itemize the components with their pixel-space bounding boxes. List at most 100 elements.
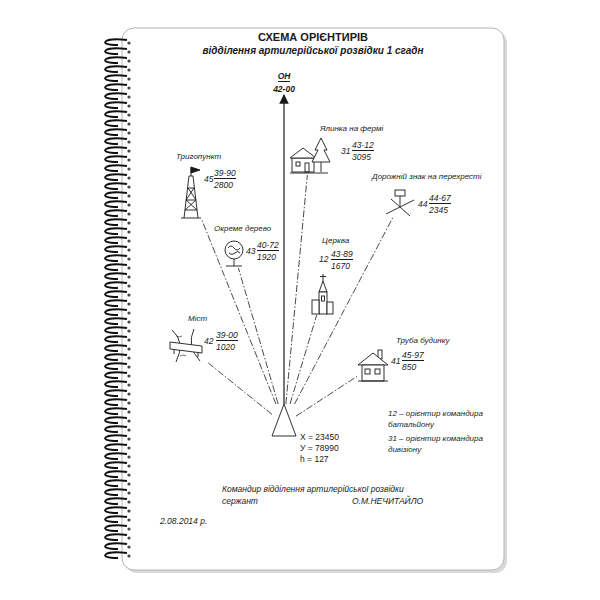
spiral-coil bbox=[105, 543, 127, 549]
binding-hole bbox=[127, 230, 130, 233]
spiral-coil bbox=[105, 507, 127, 513]
binding-hole bbox=[127, 266, 130, 269]
binding-hole bbox=[127, 428, 130, 431]
binding-hole bbox=[127, 311, 130, 314]
binding-hole bbox=[127, 122, 130, 125]
landmark-range: 850 bbox=[402, 362, 416, 372]
spiral-coil bbox=[105, 489, 127, 495]
spiral-coil bbox=[105, 246, 127, 252]
binding-hole bbox=[127, 176, 130, 179]
binding-hole bbox=[127, 437, 130, 440]
binding-hole bbox=[127, 419, 130, 422]
spiral-coil bbox=[105, 372, 127, 378]
direction-arrow bbox=[283, 95, 284, 404]
binding-hole bbox=[127, 347, 130, 350]
binding-hole bbox=[127, 329, 130, 332]
spiral-coil bbox=[105, 327, 127, 333]
binding-hole bbox=[127, 194, 130, 197]
spiral-coil bbox=[105, 426, 127, 432]
landmark-name: Міст bbox=[188, 314, 207, 324]
binding-hole bbox=[127, 239, 130, 242]
spiral-coil bbox=[105, 273, 127, 279]
landmark-number: 45 bbox=[204, 174, 213, 184]
spiral-coil bbox=[105, 156, 127, 162]
landmark-road-sign: Дорожній знак на перехресті4444-672345 bbox=[371, 171, 483, 217]
landmark-range: 1920 bbox=[257, 252, 276, 262]
landmark-number: 41 bbox=[391, 356, 400, 366]
spiral-coil bbox=[105, 282, 127, 288]
landmark-bearing: 45-97 bbox=[402, 350, 424, 361]
binding-hole bbox=[127, 104, 130, 107]
binding-hole bbox=[127, 527, 130, 530]
sight-line bbox=[290, 315, 317, 404]
binding-hole bbox=[127, 446, 130, 449]
spiral-coil bbox=[105, 480, 127, 486]
spiral-coil bbox=[105, 336, 127, 342]
binding-hole bbox=[127, 509, 130, 512]
spiral-coil bbox=[105, 534, 127, 540]
binding-hole bbox=[127, 536, 130, 539]
spiral-coil bbox=[105, 264, 127, 270]
signature-name: О.М.НЕЧИТАЙЛО bbox=[352, 496, 423, 506]
spiral-coil bbox=[105, 57, 127, 63]
spiral-coil bbox=[105, 435, 127, 441]
binding-hole bbox=[127, 41, 130, 44]
landmark-number: 42 bbox=[204, 336, 213, 346]
landmark-name: Окреме дерево bbox=[214, 224, 271, 234]
spiral-coil bbox=[105, 390, 127, 396]
landmark-name: Ялинка на фермі bbox=[320, 124, 383, 134]
spiral-coil bbox=[105, 93, 127, 99]
spiral-coil bbox=[105, 183, 127, 189]
observation-point: X = 23450У = 78990h = 127 bbox=[272, 404, 296, 436]
binding-hole bbox=[127, 320, 130, 323]
scheme-title: СХЕМА ОРІЄНТИРІВ bbox=[258, 31, 368, 44]
spiral-coil bbox=[105, 120, 127, 126]
sight-line bbox=[286, 175, 307, 404]
rank: сержант bbox=[222, 496, 258, 506]
binding-hole bbox=[127, 284, 130, 287]
binding-hole bbox=[127, 554, 130, 557]
binding-hole bbox=[127, 203, 130, 206]
binding-hole bbox=[127, 293, 130, 296]
spiral-coil bbox=[105, 201, 127, 207]
date: 2.08.2014 р. bbox=[160, 516, 207, 526]
binding-hole bbox=[127, 59, 130, 62]
landmark-bearing: 43-89 bbox=[331, 249, 353, 260]
landmark-bearing: 39-90 bbox=[214, 168, 236, 179]
spiral-coil bbox=[105, 363, 127, 369]
binding-hole bbox=[127, 500, 130, 503]
coordinate-text: У = 78990 bbox=[300, 443, 339, 453]
binding-hole bbox=[127, 158, 130, 161]
spiral-coil bbox=[105, 444, 127, 450]
binding-hole bbox=[127, 131, 130, 134]
binding-hole bbox=[127, 455, 130, 458]
landmark-bearing: 43-12 bbox=[352, 140, 374, 151]
landmark-name: Труба будинку bbox=[396, 336, 450, 346]
notebook-sheet bbox=[122, 28, 504, 570]
binding-hole bbox=[127, 140, 130, 143]
binding-hole bbox=[127, 545, 130, 548]
binding-hole bbox=[127, 68, 130, 71]
binding-hole bbox=[127, 212, 130, 215]
landmark-bearing: 39-00 bbox=[216, 330, 238, 341]
landmark-chimney: Труба будинку 4145-97850 bbox=[357, 335, 451, 383]
binding-hole bbox=[127, 185, 130, 188]
spiral-coil bbox=[105, 309, 127, 315]
binding-hole bbox=[127, 167, 130, 170]
spiral-coil bbox=[105, 66, 127, 72]
signature-line: Командир відділення артилерійської розві… bbox=[222, 484, 404, 494]
sight-line bbox=[208, 363, 272, 414]
landmark-name: Церква bbox=[322, 236, 349, 246]
landmark-number: 43 bbox=[246, 246, 255, 256]
spiral-coil bbox=[105, 102, 127, 108]
spiral-coil bbox=[105, 237, 127, 243]
landmark-name: Дорожній знак на перехресті bbox=[372, 172, 481, 182]
note: 12 – орієнтир командира батальйону bbox=[388, 408, 500, 430]
binding-hole bbox=[127, 392, 130, 395]
landmark-range: 2800 bbox=[214, 180, 233, 190]
binding-hole bbox=[127, 338, 130, 341]
binding-hole bbox=[127, 491, 130, 494]
spiral-coil bbox=[105, 39, 127, 45]
